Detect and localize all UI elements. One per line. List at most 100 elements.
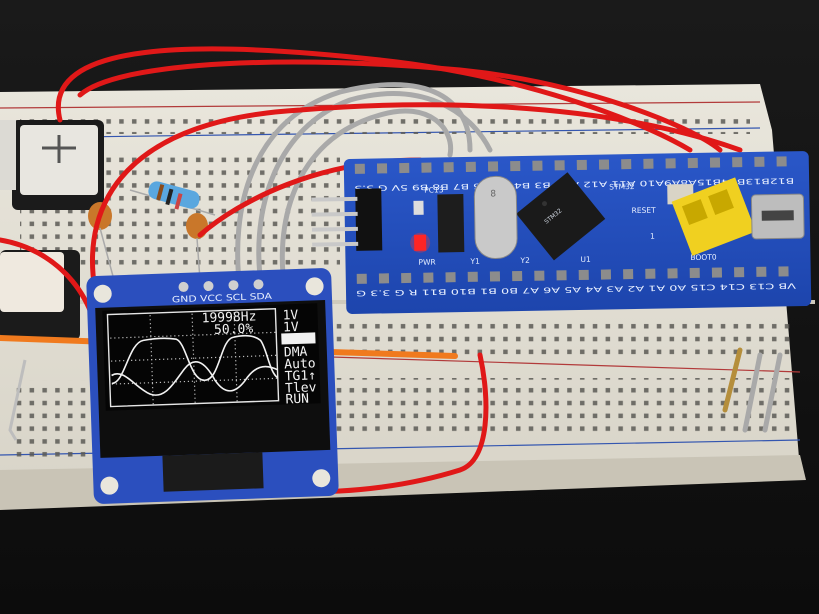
header-pin bbox=[598, 159, 610, 170]
grid-dot bbox=[139, 382, 142, 384]
menu-item-0: 1V bbox=[282, 308, 298, 324]
header-pin bbox=[532, 160, 543, 171]
grid-dot bbox=[183, 357, 185, 360]
grid-dot bbox=[233, 320, 235, 322]
grid-dot bbox=[194, 389, 196, 391]
grid-dot bbox=[214, 333, 216, 336]
frequency-readout: 19998Hz bbox=[201, 309, 256, 326]
grid-dot bbox=[226, 333, 228, 335]
sine-wave bbox=[111, 361, 278, 396]
header-pin bbox=[556, 270, 567, 281]
header-pin bbox=[621, 159, 632, 170]
oled-pin-labels: GND VCC SCL SDA bbox=[172, 292, 273, 305]
u1-label: U1 bbox=[580, 255, 591, 264]
grid-dot bbox=[149, 323, 152, 325]
header-pin bbox=[732, 157, 743, 168]
push-button-bottom bbox=[0, 250, 80, 340]
grid-dot bbox=[235, 368, 237, 370]
grid-dot bbox=[130, 336, 132, 339]
resistor bbox=[129, 181, 216, 216]
grid-dot bbox=[250, 332, 252, 334]
grid-dot bbox=[190, 334, 192, 336]
top-header bbox=[354, 156, 787, 174]
menu-item-1: 1V bbox=[283, 320, 299, 336]
header-pin bbox=[665, 158, 676, 169]
bottom-header bbox=[356, 266, 789, 284]
header-pin bbox=[401, 272, 412, 284]
header-pin bbox=[467, 271, 478, 282]
grid-dot bbox=[118, 337, 120, 339]
grid-dot bbox=[219, 379, 222, 381]
grid-dot bbox=[150, 336, 152, 338]
grid-dot bbox=[235, 379, 238, 381]
grid-dot bbox=[227, 379, 230, 381]
grid-dot bbox=[110, 337, 112, 339]
menu-item-2-highlight bbox=[281, 332, 316, 345]
grid-dot bbox=[271, 377, 273, 380]
grid-dot bbox=[235, 360, 237, 362]
grid-dot bbox=[170, 335, 172, 337]
grid-dot bbox=[142, 336, 144, 338]
grid-dot bbox=[159, 358, 161, 361]
grid-dot bbox=[183, 380, 186, 383]
grid-dot bbox=[238, 333, 240, 335]
grid-dot bbox=[223, 379, 226, 381]
grid-dot bbox=[247, 378, 250, 380]
grid-dot bbox=[134, 336, 136, 338]
grid-dot bbox=[175, 358, 177, 360]
grid-dot bbox=[150, 351, 152, 353]
grid-dot bbox=[206, 334, 208, 336]
grid-dot bbox=[202, 334, 204, 336]
grid-dot bbox=[262, 355, 265, 357]
header-pin bbox=[554, 160, 565, 171]
grid-dot bbox=[151, 371, 153, 373]
grid-dot bbox=[191, 380, 194, 382]
stm32-label: STM32 bbox=[609, 182, 635, 191]
grid-dot bbox=[230, 356, 233, 358]
grid-dot bbox=[246, 332, 248, 334]
grid-dot bbox=[222, 356, 225, 358]
grid-dot bbox=[193, 365, 195, 367]
grid-dot bbox=[192, 333, 194, 335]
grid-dot bbox=[126, 336, 128, 339]
grid-dot bbox=[167, 381, 170, 383]
oled-display: 19998Hz 50.0% 1V 1V DMA Auto TG1↑ Tlev R… bbox=[102, 303, 321, 411]
grid-dot bbox=[192, 341, 194, 343]
grid-dot bbox=[233, 328, 236, 330]
grid-dot bbox=[187, 380, 190, 383]
grid-dot bbox=[149, 327, 152, 329]
header-pin bbox=[667, 268, 678, 279]
grid-dot bbox=[235, 376, 237, 378]
grid-dot bbox=[234, 348, 236, 350]
mcu-chip bbox=[516, 172, 606, 261]
grid-dot bbox=[146, 336, 148, 338]
header-pin bbox=[354, 163, 365, 174]
grid-dot bbox=[151, 383, 154, 385]
grid-dot bbox=[152, 399, 154, 401]
header-pin bbox=[645, 268, 656, 279]
header-pin bbox=[465, 161, 476, 172]
grid-dot bbox=[193, 377, 195, 379]
grid-dot bbox=[226, 356, 229, 358]
grid-dot bbox=[192, 329, 194, 331]
grid-dot bbox=[115, 360, 117, 362]
grid-dot bbox=[152, 391, 154, 393]
grid-dot bbox=[202, 357, 205, 359]
grid-dot bbox=[151, 382, 154, 384]
grid-dot bbox=[222, 333, 224, 335]
grid-dot bbox=[234, 352, 237, 354]
scope-grid-frame bbox=[106, 308, 280, 408]
header-pin bbox=[776, 156, 787, 167]
grid-dot bbox=[210, 333, 212, 336]
header-pin bbox=[689, 267, 700, 279]
grid-dot bbox=[210, 356, 213, 359]
grid-dot bbox=[234, 356, 237, 358]
grid-dot bbox=[239, 378, 242, 381]
grid-dot bbox=[270, 331, 272, 334]
grid-dot bbox=[162, 335, 164, 337]
header-pin bbox=[487, 161, 499, 172]
grid-dot bbox=[166, 335, 168, 337]
grid-dot bbox=[192, 357, 195, 359]
grid-dot bbox=[193, 385, 196, 387]
pc13-label: PC13 bbox=[424, 185, 444, 194]
